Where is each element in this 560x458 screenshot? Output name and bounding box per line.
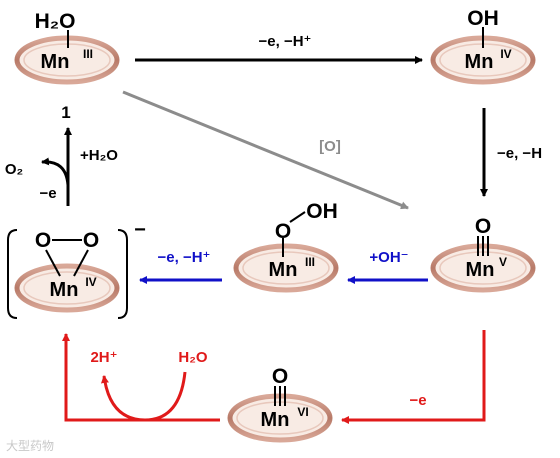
peroxo-o-right: O (83, 229, 99, 252)
left-bracket (7, 229, 18, 319)
right-bracket (117, 229, 128, 319)
oxidation-state: V (499, 255, 507, 269)
charge-label: − (134, 219, 146, 241)
ligand-label: O (475, 215, 491, 238)
metal-label: Mn (261, 409, 290, 431)
species-mn4-peroxo: − O O Mn IV (7, 219, 146, 319)
ligand-label: OH (467, 7, 499, 30)
metal-label: Mn (466, 259, 495, 281)
oxidation-state: III (83, 47, 93, 61)
ligand-oh-label: OH (306, 200, 338, 223)
metal-label: Mn (50, 279, 79, 301)
arrow-water-exchange (100, 371, 187, 422)
metal-label: Mn (41, 51, 70, 73)
arrow-bottom-right (341, 330, 486, 424)
bond (73, 249, 89, 277)
peroxo-o-left: O (35, 229, 51, 252)
watermark: 大型药物 (6, 439, 54, 453)
arrow-proton-out-label: 2H⁺ (90, 349, 117, 366)
arrow-bottom-right-label: −e (409, 392, 426, 409)
arrow-o2-release (41, 157, 70, 186)
arrow-hydroxide-label: +OH⁻ (369, 249, 408, 266)
species-mn4-hydroxo: OH Mn IV (430, 7, 536, 85)
species-mn5-oxo: O Mn V (430, 215, 536, 293)
oxidation-state: III (305, 255, 315, 269)
porphyrin-ring (233, 243, 339, 293)
ligand-label: H₂O (35, 10, 76, 33)
arrow-oxidant-label: [O] (319, 138, 341, 155)
arrow-left-e-label: −e (39, 185, 56, 202)
arrow-water-in-label: H₂O (178, 349, 207, 366)
arrow-top-label: −e, −H⁺ (259, 33, 312, 50)
species-mn6-oxo: O Mn VI (227, 365, 333, 443)
bond (289, 211, 306, 223)
arrow-middle-left-label: −e, −H⁺ (158, 249, 211, 266)
oxidation-state: VI (297, 405, 308, 419)
metal-label: Mn (269, 259, 298, 281)
product-number: 1 (61, 103, 70, 122)
arrow-right-down-label: −e, −H (497, 145, 542, 162)
ligand-o-label: O (275, 220, 291, 243)
arrow-left-o2-label: O₂ (5, 161, 23, 178)
porphyrin-ring (14, 263, 120, 313)
ligand-label: O (272, 365, 288, 388)
oxidation-state: IV (500, 47, 511, 61)
arrow-oxidant (122, 90, 409, 210)
bond (45, 249, 61, 277)
species-mn3-water: H₂O Mn III (14, 10, 120, 85)
arrow-bottom-left (62, 333, 220, 422)
oxidation-state: IV (85, 275, 96, 289)
metal-label: Mn (465, 51, 494, 73)
arrow-left-water-label: +H₂O (80, 147, 118, 164)
species-mn3-hydroperoxo: O OH Mn III (233, 200, 339, 293)
